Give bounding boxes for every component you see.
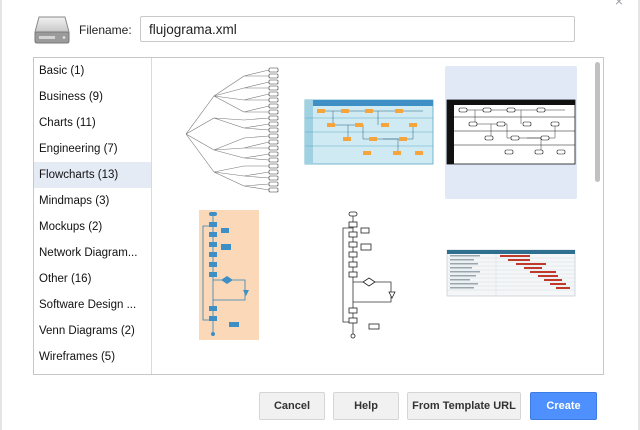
category-venn-diagrams[interactable]: Venn Diagrams (2) <box>39 325 135 337</box>
template-panel: Basic (1) Business (9) Charts (11) Engin… <box>33 57 604 375</box>
template-grid <box>153 58 603 374</box>
template-vertical-flowchart-plain[interactable] <box>339 210 409 342</box>
close-icon[interactable]: × <box>614 0 624 9</box>
category-engineering[interactable]: Engineering (7) <box>39 143 118 155</box>
help-button[interactable]: Help <box>333 392 399 420</box>
category-software-design[interactable]: Software Design ... <box>39 299 137 311</box>
filename-row: Filename: <box>34 14 579 46</box>
template-cross-functional-blue[interactable] <box>303 98 435 166</box>
scrollbar-thumb[interactable] <box>595 62 600 182</box>
create-button[interactable]: Create <box>530 392 597 420</box>
category-other[interactable]: Other (16) <box>39 273 92 285</box>
template-scrollbar[interactable] <box>592 58 603 374</box>
from-template-url-button[interactable]: From Template URL <box>407 392 521 420</box>
category-basic[interactable]: Basic (1) <box>39 65 85 77</box>
drive-icon <box>34 14 70 46</box>
category-business[interactable]: Business (9) <box>39 91 103 103</box>
template-tree[interactable] <box>174 66 304 196</box>
dialog-left-edge <box>0 0 2 430</box>
dialog-right-edge <box>638 0 640 430</box>
cancel-button[interactable]: Cancel <box>259 392 325 420</box>
category-mockups[interactable]: Mockups (2) <box>39 221 103 233</box>
filename-input[interactable] <box>140 16 575 42</box>
filename-label: Filename: <box>79 23 132 37</box>
template-vertical-flowchart-colored[interactable] <box>199 210 259 340</box>
category-mindmaps[interactable]: Mindmaps (3) <box>39 195 110 207</box>
category-flowcharts[interactable]: Flowcharts (13) <box>34 162 151 188</box>
category-network-diagrams[interactable]: Network Diagram... <box>39 247 138 259</box>
category-charts[interactable]: Charts (11) <box>39 117 96 129</box>
category-list: Basic (1) Business (9) Charts (11) Engin… <box>34 58 152 374</box>
template-cross-functional-white[interactable] <box>445 66 577 199</box>
template-gantt[interactable] <box>446 249 576 297</box>
category-wireframes[interactable]: Wireframes (5) <box>39 351 116 363</box>
